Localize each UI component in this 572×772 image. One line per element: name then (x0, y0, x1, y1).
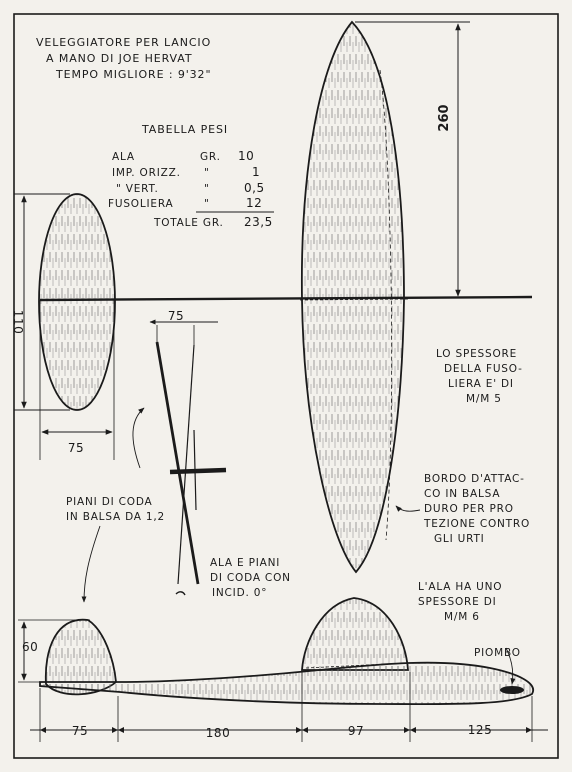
svg-text:CO IN BALSA: CO IN BALSA (424, 488, 500, 500)
note-incidence: ALA E PIANI DI CODA CON INCID. 0° (210, 557, 291, 599)
fuselage-top-view (39, 295, 533, 302)
svg-text:SPESSORE DI: SPESSORE DI (418, 596, 496, 608)
dimension-label-60: 60 (22, 640, 38, 654)
dimension-label-180: 180 (206, 726, 230, 740)
dimension-label-125: 125 (468, 723, 492, 737)
weight-row-unit: " (204, 167, 210, 179)
title-line-3: TEMPO MIGLIORE : 9'32" (55, 68, 211, 81)
note-fuselage-thickness: LO SPESSORE DELLA FUSO- LIERA E' DI M/M … (436, 348, 523, 405)
svg-text:BORDO D'ATTAC-: BORDO D'ATTAC- (424, 473, 525, 485)
note-wing-thickness: L'ALA HA UNO SPESSORE DI M/M 6 (418, 581, 502, 623)
weight-row-name: IMP. ORIZZ. (112, 167, 181, 179)
svg-text:LIERA E' DI: LIERA E' DI (448, 378, 514, 390)
weight-row-unit: " (204, 198, 210, 210)
svg-text:L'ALA HA UNO: L'ALA HA UNO (418, 581, 502, 593)
svg-text:GLI URTI: GLI URTI (434, 533, 485, 545)
dimension-tail-75 (39, 300, 115, 460)
dimension-bottom (30, 672, 548, 742)
title-line-1: VELEGGIATORE PER LANCIO (36, 36, 211, 49)
weights-table: TABELLA PESI ALA GR. 10 IMP. ORIZZ. " 1 … (108, 123, 274, 229)
title-line-2: A MANO DI JOE HERVAT (46, 52, 192, 65)
dimension-label-97: 97 (348, 724, 364, 738)
weight-row-unit: GR. (200, 151, 221, 163)
dimension-label-fin-75: 75 (72, 724, 88, 738)
svg-text:M/M 6: M/M 6 (444, 611, 480, 623)
weight-row-value: 10 (238, 149, 254, 163)
weight-row-name: ALA (112, 151, 135, 163)
dimension-label-dihedral-75: 75 (168, 309, 184, 323)
horizontal-tail-planform (38, 193, 116, 411)
note-tail-planes: PIANI DI CODA IN BALSA DA 1,2 (66, 496, 165, 523)
side-view (39, 597, 535, 706)
fin-side (44, 618, 117, 696)
note-leading-edge: BORDO D'ATTAC- CO IN BALSA DURO PER PRO … (423, 473, 530, 545)
dimension-110 (14, 193, 70, 411)
weights-total-label: TOTALE GR. (153, 217, 224, 229)
svg-text:DELLA FUSO-: DELLA FUSO- (444, 363, 523, 375)
weight-row-name: " VERT. (116, 183, 159, 195)
svg-text:M/M 5: M/M 5 (466, 393, 502, 405)
weight-row-value: 12 (246, 196, 262, 210)
weights-heading: TABELLA PESI (141, 123, 228, 136)
title-block: VELEGGIATORE PER LANCIO A MANO DI JOE HE… (36, 36, 211, 81)
svg-text:IN BALSA DA 1,2: IN BALSA DA 1,2 (66, 511, 165, 523)
weights-total-value: 23,5 (244, 215, 273, 229)
ballast-mark (500, 686, 524, 694)
dimension-60 (18, 619, 90, 683)
svg-text:ALA E PIANI: ALA E PIANI (210, 557, 280, 569)
page-frame (13, 13, 559, 759)
svg-text:DURO PER PRO: DURO PER PRO (424, 503, 514, 515)
svg-text:DI CODA CON: DI CODA CON (210, 572, 291, 584)
weight-row-value: 0,5 (244, 181, 265, 195)
leader-lines (81, 407, 516, 685)
wing-pylon-side (301, 597, 409, 671)
svg-text:PIANI DI CODA: PIANI DI CODA (66, 496, 153, 508)
note-ballast: PIOMBO (474, 647, 521, 659)
weight-row-name: FUSOLIERA (108, 198, 174, 210)
svg-text:LO SPESSORE: LO SPESSORE (436, 348, 517, 360)
front-view-sketch (149, 319, 227, 585)
svg-text:TEZIONE CONTRO: TEZIONE CONTRO (423, 518, 530, 530)
dimension-260 (355, 21, 470, 299)
weight-row-value: 1 (252, 165, 260, 179)
weight-row-unit: " (204, 183, 210, 195)
dimension-label-tail-75: 75 (68, 441, 84, 455)
dimension-label-260: 260 (437, 104, 452, 131)
dimension-label-110: 110 (11, 310, 25, 334)
svg-text:INCID. 0°: INCID. 0° (212, 587, 267, 599)
